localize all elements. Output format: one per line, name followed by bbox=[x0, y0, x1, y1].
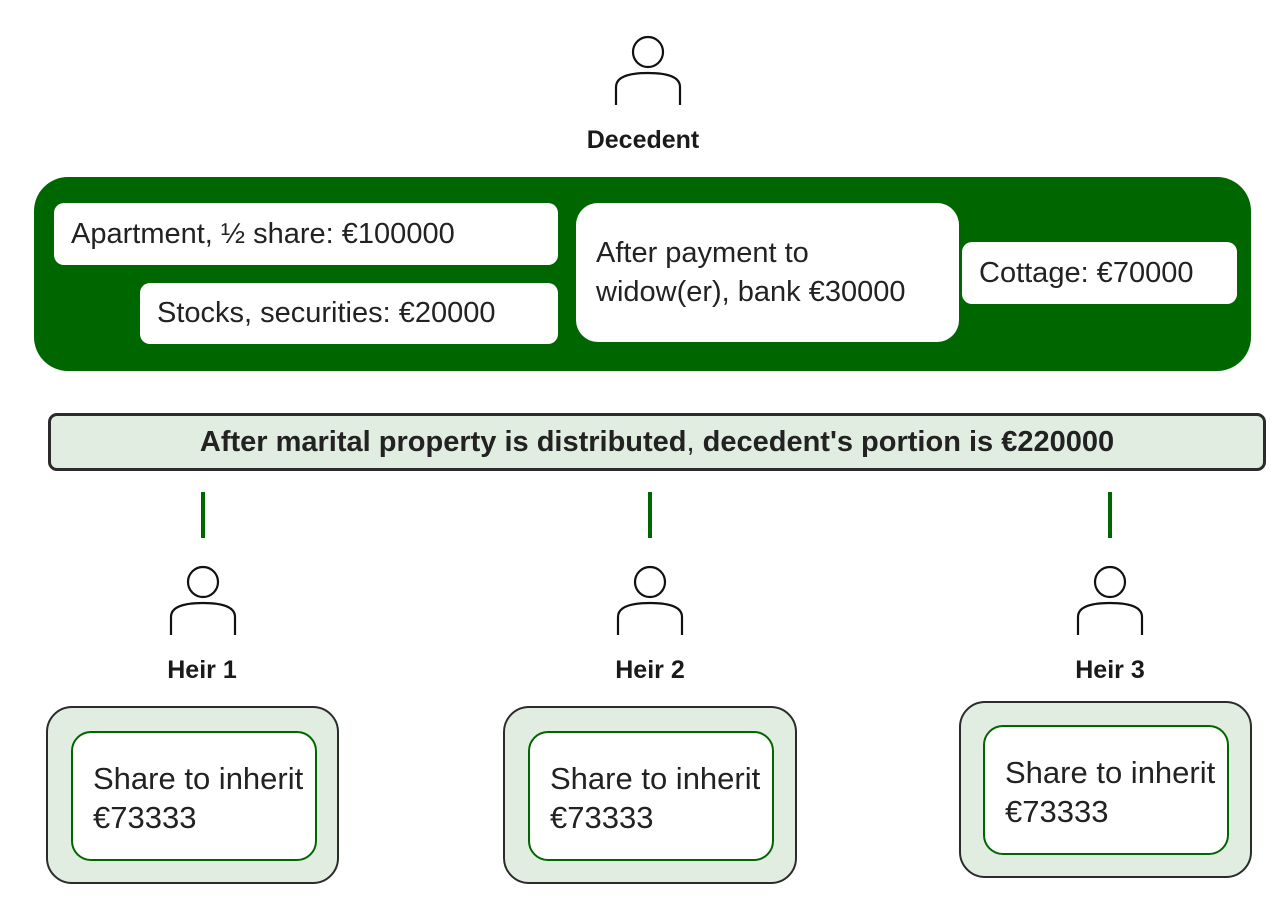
heir-3-share-inner: Share to inherit €73333 bbox=[983, 725, 1229, 855]
person-icon bbox=[616, 565, 684, 635]
heir-2-share-text: Share to inherit €73333 bbox=[550, 761, 761, 835]
heir-3-share-box: Share to inherit €73333 bbox=[959, 701, 1252, 878]
person-icon bbox=[169, 565, 237, 635]
heir-1-share-text: Share to inherit €73333 bbox=[93, 761, 304, 835]
heir-1-person-icon bbox=[168, 565, 238, 637]
asset-cottage-text: Cottage: €70000 bbox=[979, 256, 1194, 289]
portion-prefix: After marital property is distributed bbox=[199, 425, 687, 458]
heir-2-share-inner: Share to inherit €73333 bbox=[528, 731, 774, 861]
connector-heir-1 bbox=[201, 492, 205, 538]
portion-separator: , bbox=[686, 425, 695, 458]
asset-apartment: Apartment, ½ share: €100000 bbox=[54, 203, 558, 265]
heir-2-share-box: Share to inherit €73333 bbox=[503, 706, 797, 884]
asset-stocks: Stocks, securities: €20000 bbox=[140, 283, 558, 344]
asset-cottage: Cottage: €70000 bbox=[962, 242, 1237, 304]
person-icon bbox=[614, 35, 682, 105]
heir-2-person-icon bbox=[615, 565, 685, 637]
asset-bank-text: After payment to widow(er), bank €30000 bbox=[596, 236, 906, 308]
asset-stocks-text: Stocks, securities: €20000 bbox=[157, 297, 496, 329]
connector-heir-3 bbox=[1108, 492, 1112, 538]
connector-heir-2 bbox=[648, 492, 652, 538]
decedent-person-icon bbox=[613, 35, 683, 107]
decedent-label: Decedent bbox=[586, 126, 700, 154]
heir-3-label: Heir 3 bbox=[1075, 656, 1145, 684]
portion-suffix: decedent's portion is €220000 bbox=[694, 425, 1115, 458]
decedent-portion-bar: After marital property is distributed, d… bbox=[48, 413, 1266, 471]
heir-2-label: Heir 2 bbox=[615, 656, 685, 684]
heir-3-person-icon bbox=[1075, 565, 1145, 637]
asset-apartment-text: Apartment, ½ share: €100000 bbox=[71, 217, 455, 250]
heir-1-share-box: Share to inherit €73333 bbox=[46, 706, 339, 884]
heir-3-share-text: Share to inherit €73333 bbox=[1005, 755, 1216, 829]
heir-1-share-inner: Share to inherit €73333 bbox=[71, 731, 317, 861]
asset-bank: After payment to widow(er), bank €30000 bbox=[576, 203, 959, 342]
person-icon bbox=[1076, 565, 1144, 635]
heir-1-label: Heir 1 bbox=[167, 656, 237, 684]
